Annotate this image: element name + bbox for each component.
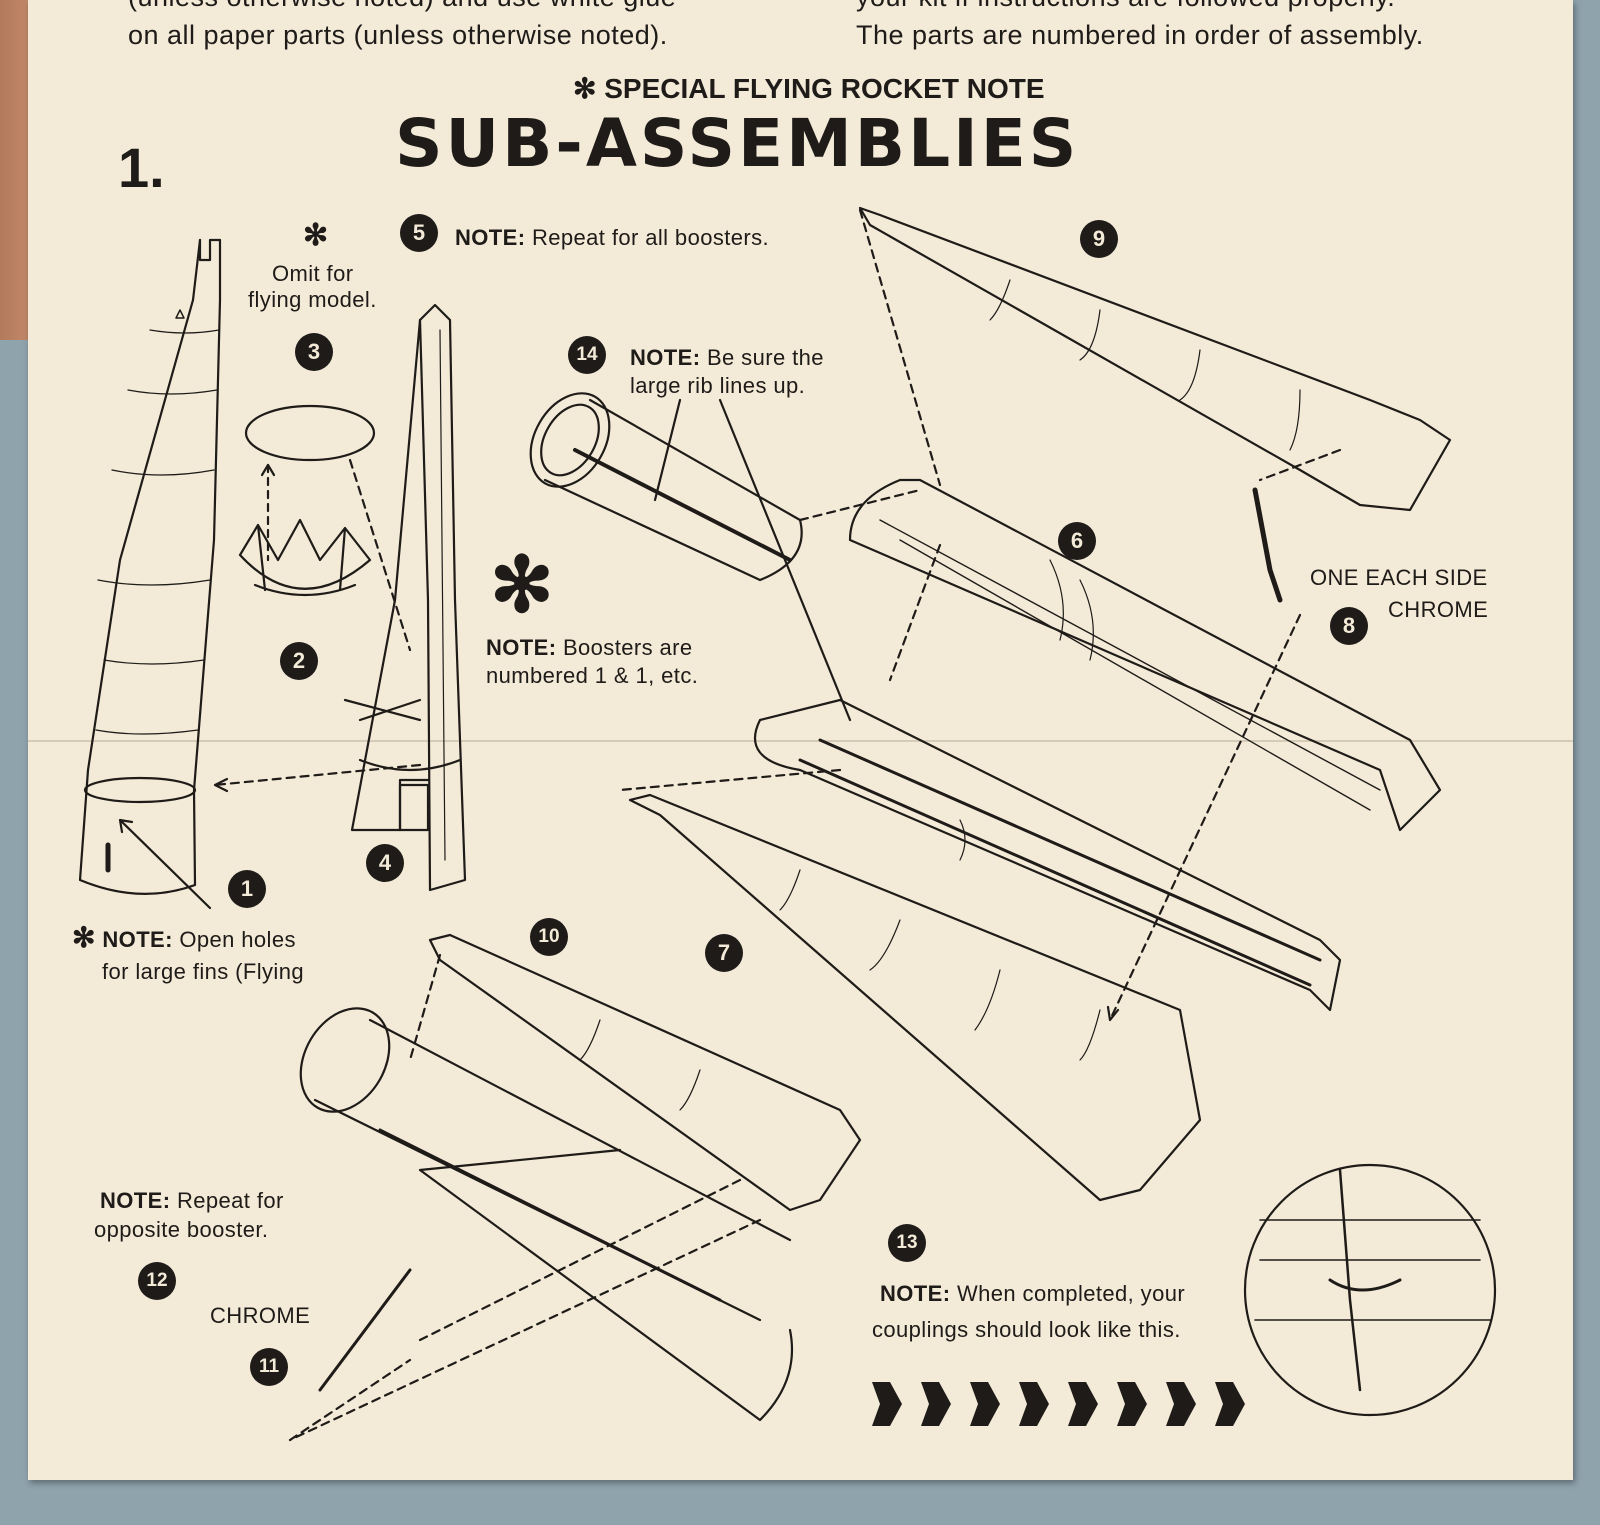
part-number-3: 3	[295, 333, 333, 371]
part-number-9: 9	[1080, 220, 1118, 258]
part-11-chrome-rod	[318, 1268, 412, 1392]
completed-note: NOTE: When completed, your	[880, 1281, 1186, 1306]
part-3-ring	[244, 404, 376, 462]
part-number-13: 13	[888, 1224, 926, 1262]
arrow-mark	[1215, 1382, 1245, 1426]
holes-note-line2: for large fins (Flying	[102, 959, 304, 984]
part-number-4: 4	[366, 844, 404, 882]
omit-line1: Omit for	[272, 261, 354, 286]
arrow-row	[872, 1382, 1245, 1426]
part-number-7: 7	[705, 934, 743, 972]
arrow-mark	[1166, 1382, 1196, 1426]
header-right-line2: The parts are numbered in order of assem…	[856, 20, 1424, 50]
boosters-note-line2: numbered 1 & 1, etc.	[486, 663, 699, 688]
part-14-tube	[529, 392, 803, 582]
one-each-side: ONE EACH SIDE	[1310, 565, 1488, 590]
part-number-5: 5	[400, 214, 438, 252]
holes-note: ✻ NOTE: Open holes	[72, 922, 296, 953]
note14: NOTE: Be sure the	[630, 345, 824, 370]
repeat-note: NOTE: Repeat for	[100, 1188, 284, 1213]
part-12-booster-tube	[299, 1007, 794, 1422]
coupling-detail-circle	[1243, 1163, 1497, 1417]
header-left-line1: (unless otherwise noted) and use white g…	[128, 0, 676, 13]
part-7-shell	[754, 698, 1342, 1012]
instruction-sheet	[28, 0, 1573, 1480]
arrow-mark	[872, 1382, 902, 1426]
arrow-mark	[1019, 1382, 1049, 1426]
part-7-booster	[628, 793, 1202, 1202]
part-1-cone	[78, 238, 222, 895]
boosters-note: NOTE: Boosters are	[486, 635, 693, 660]
arrow-mark	[1068, 1382, 1098, 1426]
header-right-line1: your kit if instructions are followed pr…	[856, 0, 1395, 13]
part-8-strut	[1252, 487, 1283, 603]
section-title: SUB-ASSEMBLIES	[395, 105, 1080, 182]
part-10-cone	[428, 933, 862, 1212]
arrow-mark	[921, 1382, 951, 1426]
part-number-10: 10	[530, 918, 568, 956]
part-number-8: 8	[1330, 607, 1368, 645]
note5: NOTE: Repeat for all boosters.	[455, 225, 770, 250]
arrow-mark	[1117, 1382, 1147, 1426]
arrow-mark	[970, 1382, 1000, 1426]
leader-lines-left	[213, 458, 422, 787]
part-4-fairing	[350, 303, 467, 892]
note14-line2: large rib lines up.	[630, 373, 806, 398]
part-number-1: 1	[228, 870, 266, 908]
part-number-2: 2	[280, 642, 318, 680]
part-6-shell	[848, 478, 1442, 832]
part-9-cone	[858, 206, 1452, 512]
chrome-label: CHROME	[210, 1303, 311, 1328]
big-star: ✻	[490, 543, 554, 628]
omit-star: ✻	[303, 219, 329, 252]
part-number-11: 11	[250, 1348, 288, 1386]
part-number-12: 12	[138, 1262, 176, 1300]
paper-fold-line	[28, 740, 1573, 742]
special-note-heading: ✻ SPECIAL FLYING ROCKET NOTE	[573, 73, 1045, 104]
header-left-line2: on all paper parts (unless otherwise not…	[128, 20, 668, 50]
part-2-crown	[238, 463, 372, 597]
part-number-6: 6	[1058, 522, 1096, 560]
repeat-note-line2: opposite booster.	[94, 1217, 269, 1242]
completed-note-line2: couplings should look like this.	[872, 1317, 1181, 1342]
part-number-14: 14	[568, 336, 606, 374]
omit-line2: flying model.	[248, 287, 377, 312]
side-chrome: CHROME	[1388, 597, 1489, 622]
section-number: 1.	[118, 136, 165, 199]
